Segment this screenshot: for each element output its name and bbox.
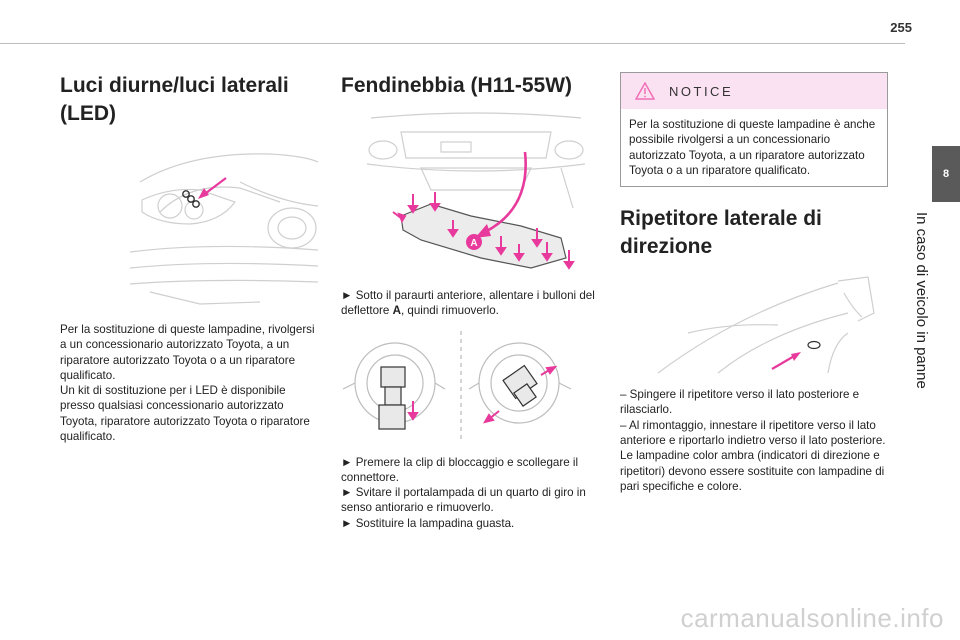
chapter-tab[interactable]: 8 bbox=[932, 146, 960, 202]
fog-step-2: ► Premere la clip di bloccaggio e scolle… bbox=[341, 455, 579, 484]
chapter-title: In caso di veicolo in panne bbox=[913, 212, 930, 389]
repeater-step-2: – Al rimontaggio, innestare il ripetitor… bbox=[620, 418, 886, 448]
fog-step-4: ► Sostituire la lampadina guasta. bbox=[341, 516, 515, 530]
notice-text: Per la sostituzione di queste lampadine … bbox=[629, 118, 876, 177]
section-title-side-repeater: Ripetitore laterale di direzione bbox=[620, 207, 822, 259]
notice-header: NOTICE bbox=[621, 73, 887, 109]
warning-icon bbox=[635, 82, 655, 100]
header-divider bbox=[0, 43, 905, 44]
fog-step-3: ► Svitare il portalampada di un quarto d… bbox=[341, 486, 586, 515]
drl-text-1: Per la sostituzione di queste lampadine,… bbox=[60, 323, 315, 382]
bumper-deflector-illustration: A bbox=[361, 108, 591, 282]
notice-box: NOTICE Per la sostituzione di queste lam… bbox=[620, 72, 888, 188]
page-number: 255 bbox=[890, 20, 912, 35]
side-repeater-illustration bbox=[648, 273, 878, 380]
fog-step-1: ► Sotto il paraurti anteriore, allentare… bbox=[341, 289, 595, 318]
repeater-step-1: – Spingere il ripetitore verso il lato p… bbox=[620, 388, 860, 417]
section-fog-lamp: Fendinebbia (H11-55W) A ► Sot bbox=[341, 72, 603, 531]
repeater-note: Le lampadine color ambra (indicatori di … bbox=[620, 449, 885, 493]
callout-a: A bbox=[470, 238, 477, 249]
section-side-repeater: NOTICE Per la sostituzione di queste lam… bbox=[620, 72, 888, 494]
section-title-fog-lamp: Fendinebbia (H11-55W) bbox=[341, 74, 573, 97]
watermark: carmanualsonline.info bbox=[680, 603, 944, 633]
section-drl: Luci diurne/luci laterali (LED) Per la s… bbox=[60, 72, 322, 444]
drl-illustration bbox=[130, 142, 320, 310]
drl-text-2: Un kit di sostituzione per i LED è dispo… bbox=[60, 384, 310, 444]
notice-title: NOTICE bbox=[669, 83, 734, 99]
section-title-drl: Luci diurne/luci laterali (LED) bbox=[60, 74, 289, 125]
fog-lamp-connector-illustration bbox=[341, 330, 581, 443]
